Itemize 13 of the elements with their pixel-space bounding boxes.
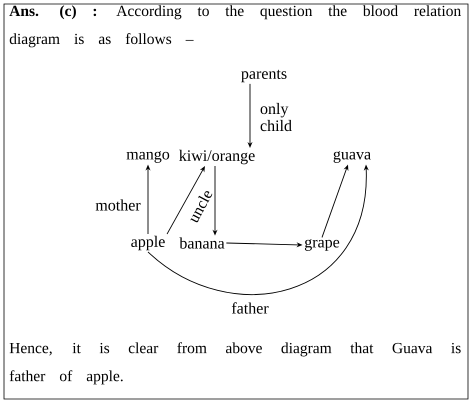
heading-paragraph: Ans. (c) : According to the question the blood relation diagram is as follows – — [9, 5, 461, 48]
edge-label: only child — [259, 102, 292, 132]
edge-label: uncle — [186, 186, 214, 226]
edge-label: father — [230, 301, 270, 315]
node-label: kiwi/orange — [179, 150, 255, 164]
node-label: guava — [334, 151, 371, 163]
edge-label: mother — [94, 198, 142, 212]
node-label: grape — [304, 239, 340, 251]
node-label: banana — [179, 237, 224, 249]
conclusion-paragraph: Hence, it is clear from above diagram that Guava is father of apple. — [10, 342, 461, 384]
node-label: parents — [241, 70, 287, 82]
node-label: apple — [131, 236, 165, 250]
node-label: mango — [126, 151, 170, 163]
